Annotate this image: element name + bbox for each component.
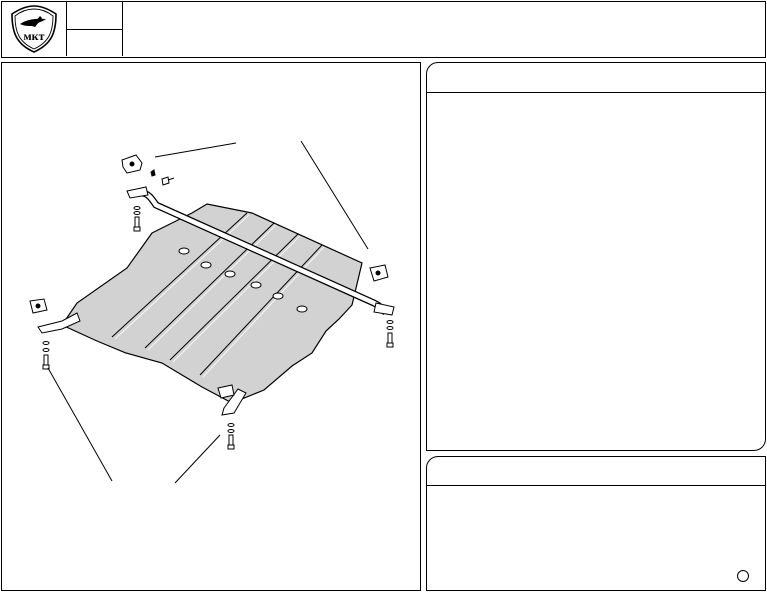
- skid-plate-assembly-drawing: [29, 140, 395, 484]
- bar-end-bracket-right: [373, 302, 395, 316]
- plate-mount-tab-left: [37, 312, 81, 334]
- plate-hole: [296, 305, 308, 313]
- plate-hole: [224, 270, 236, 278]
- leader-line: [47, 367, 113, 482]
- plate-rib: [144, 222, 275, 349]
- bolt-group-bottom: [227, 423, 235, 450]
- leader-line: [300, 140, 369, 250]
- nut-bracket-bottom: [217, 384, 235, 399]
- bolt-group-upper-left: [133, 206, 141, 232]
- plate-mount-tab-bottom: [221, 388, 247, 416]
- notes-heading: [427, 457, 765, 486]
- assembly-drawing-panel: [1, 62, 421, 591]
- plate-hole: [200, 261, 212, 269]
- leader-line: [174, 434, 221, 484]
- page-circle-icon: [737, 570, 749, 582]
- title-block-header: мкт: [1, 1, 766, 58]
- notes-panel: [426, 456, 766, 591]
- plate-rib: [169, 233, 299, 361]
- bolt-group-left: [42, 341, 50, 370]
- bar-end-bracket-left: [126, 186, 149, 199]
- shield-logo-icon: мкт: [11, 5, 57, 53]
- logo-cell: мкт: [2, 2, 67, 56]
- parts-list-panel: [426, 62, 766, 451]
- small-bolt: [161, 176, 170, 186]
- doc-code-cell-top: [67, 2, 123, 30]
- small-washer: [150, 169, 156, 177]
- plate-hole: [250, 281, 262, 289]
- plate-hole: [272, 292, 284, 300]
- skid-plate: [61, 203, 363, 404]
- leader-line: [154, 142, 237, 158]
- logo-text: мкт: [24, 29, 45, 43]
- document-title-cell: [124, 2, 765, 56]
- bolt-group-right: [386, 320, 394, 348]
- doc-code-cell-bottom: [67, 30, 123, 56]
- parts-list-heading: [427, 63, 765, 93]
- plate-hole: [178, 247, 190, 255]
